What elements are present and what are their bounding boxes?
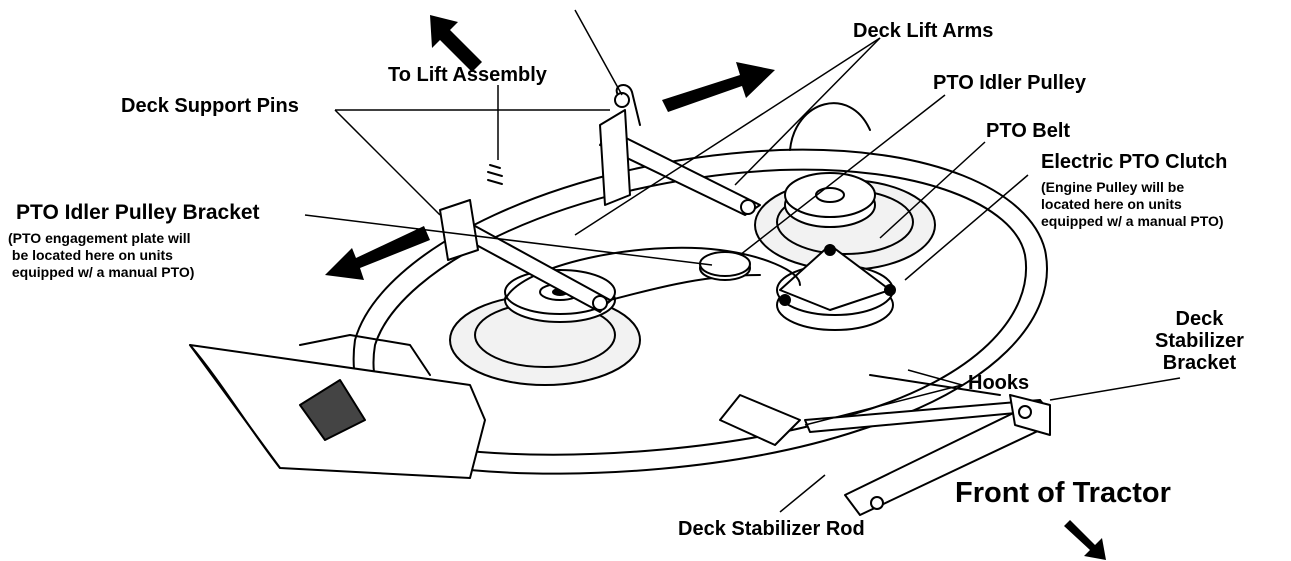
label-deck-stabilizer-bracket: Deck Stabilizer Bracket bbox=[1155, 308, 1244, 374]
leader-electric-pto-clutch bbox=[904, 174, 1029, 281]
label-deck-support-pins: Deck Support Pins bbox=[121, 95, 299, 117]
arrow-rear-right bbox=[662, 62, 775, 112]
label-pto-idler-pulley-bracket: PTO Idler Pulley Bracket bbox=[16, 201, 260, 224]
leader-pto-belt bbox=[879, 141, 986, 239]
leader-deck-stabilizer-bracket bbox=[1049, 377, 1181, 401]
label-pto-belt: PTO Belt bbox=[986, 120, 1071, 142]
leader-deck-lift-arms-2 bbox=[574, 37, 881, 236]
label-pto-idler-pulley-bracket-note: (PTO engagement plate will be located he… bbox=[8, 230, 195, 280]
leader-pto-idler-pulley-bracket bbox=[304, 214, 713, 266]
label-electric-pto-clutch: Electric PTO Clutch bbox=[1041, 151, 1228, 173]
arrow-front-left bbox=[325, 226, 430, 280]
label-electric-pto-clutch-note: (Engine Pulley will be located here on u… bbox=[1041, 179, 1224, 229]
label-to-lift-assembly: To Lift Assembly bbox=[388, 64, 547, 86]
label-deck-stabilizer-rod: Deck Stabilizer Rod bbox=[678, 518, 865, 540]
leader-pto-idler-pulley bbox=[739, 94, 946, 256]
leader-deck-lift-arms-1 bbox=[734, 37, 881, 186]
label-deck-lift-arms: Deck Lift Arms bbox=[853, 20, 994, 42]
leader-hooks-1 bbox=[907, 369, 963, 386]
leader-deck-stabilizer-rod bbox=[779, 474, 826, 513]
label-hooks: Hooks bbox=[968, 372, 1030, 394]
leader-deck-support-pins-1 bbox=[334, 109, 441, 216]
arrow-to-lift-assembly bbox=[430, 15, 482, 72]
label-pto-idler-pulley: PTO Idler Pulley bbox=[933, 72, 1087, 94]
label-front-of-tractor: Front of Tractor bbox=[955, 477, 1171, 509]
leader-hooks-2 bbox=[804, 384, 963, 426]
arrow-front-of-tractor bbox=[1064, 520, 1106, 560]
